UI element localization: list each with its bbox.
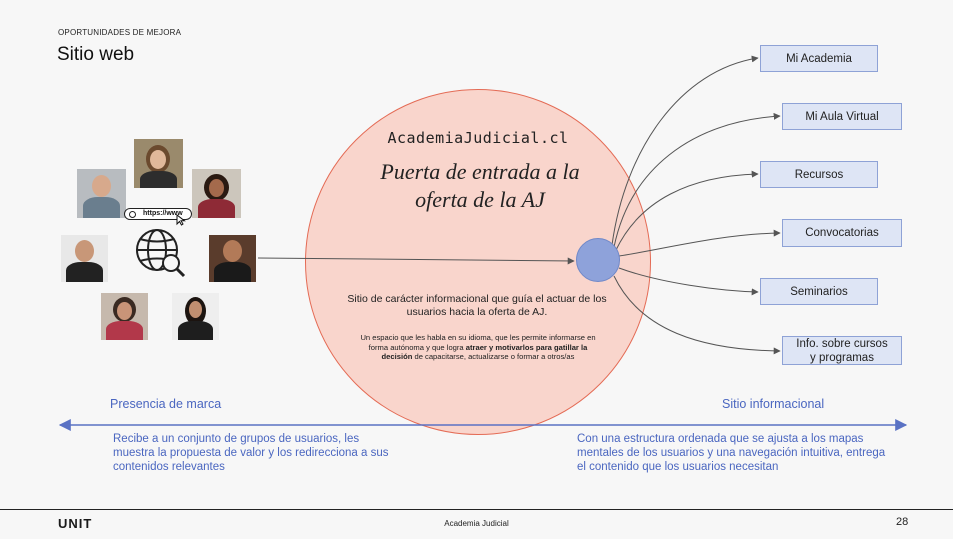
branch-seminarios <box>618 267 759 296</box>
user-avatar-1 <box>134 139 183 188</box>
cursor-icon <box>176 214 186 226</box>
site-description: Sitio de carácter informacional que guía… <box>347 293 607 318</box>
unit-logo: UNIT <box>58 516 93 531</box>
headline-line-2: oferta de la AJ <box>415 187 545 212</box>
user-avatar-7 <box>172 293 219 340</box>
menu-item-seminarios: Seminarios <box>760 278 878 305</box>
headline-line-1: Puerta de entrada a la <box>380 159 580 184</box>
menu-item-mi-aula-virtual: Mi Aula Virtual <box>782 103 902 130</box>
hub-node <box>576 238 620 282</box>
menu-item-convocatorias: Convocatorias <box>782 219 902 247</box>
user-avatar-4 <box>61 235 108 282</box>
browser-url-icon: https://www <box>124 208 192 220</box>
site-detail-bold: atraer y motivarlos para gatillar la dec… <box>381 342 588 362</box>
footer-divider <box>0 509 953 510</box>
page-number: 28 <box>896 516 909 528</box>
presencia-marca-text: Recibe a un conjunto de grupos de usuari… <box>113 433 389 473</box>
user-avatar-3 <box>192 169 241 218</box>
menu-item-recursos: Recursos <box>760 161 878 188</box>
browser-url-text: https://www <box>143 210 183 217</box>
branch-recursos <box>615 170 759 251</box>
site-detail: Un espacio que les habla en su idioma, q… <box>360 333 596 362</box>
presencia-marca-label: Presencia de marca <box>110 397 222 411</box>
user-avatar-5 <box>209 235 256 282</box>
footer-org: Academia Judicial <box>444 519 509 528</box>
user-avatar-2 <box>77 169 126 218</box>
sitio-informacional-text: Con una estructura ordenada que se ajust… <box>577 433 886 473</box>
menu-item-info-cursos: Info. sobre cursos y programas <box>782 336 902 365</box>
branch-mi-academia <box>611 55 759 246</box>
site-detail-part-1: Un espacio que les habla en su idioma, q… <box>360 333 596 352</box>
user-avatar-6 <box>101 293 148 340</box>
section-eyebrow: OPORTUNIDADES DE MEJORA <box>58 28 182 37</box>
menu-item-mi-academia: Mi Academia <box>760 45 878 72</box>
branch-info-cursos <box>613 275 781 355</box>
branch-convocatorias <box>618 229 781 257</box>
globe-search-icon <box>136 229 186 278</box>
users-to-hub-arrow <box>257 257 575 265</box>
headline: Puerta de entrada a la oferta de la AJ <box>340 158 620 214</box>
sitio-informacional-label: Sitio informacional <box>722 397 825 411</box>
branch-mi-aula <box>613 112 781 248</box>
site-detail-part-2: de capacitarse, actualizarse o formar a … <box>412 352 575 362</box>
slide-title: Sitio web <box>57 44 135 65</box>
site-url: AcademiaJudicial.cl <box>387 129 569 147</box>
